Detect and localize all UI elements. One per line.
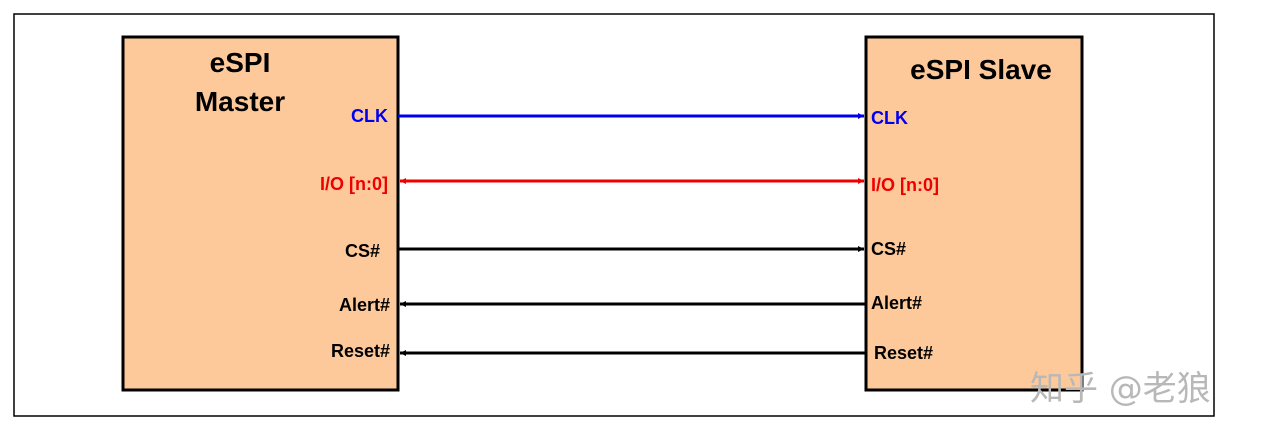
slave-block [864,35,1084,392]
master-io-label: I/O [n:0] [320,174,388,194]
slave-cs-label: CS# [871,239,906,259]
master-alert-label: Alert# [339,295,390,315]
slave-io-label: I/O [n:0] [871,175,939,195]
master-title-line2: Master [195,86,285,117]
master-title-line1: eSPI [210,47,271,78]
watermark: 知乎 @老狼 [1030,369,1211,409]
slave-title: eSPI Slave [910,54,1052,85]
slave-alert-label: Alert# [871,293,922,313]
master-block [121,35,400,392]
slave-clk-label: CLK [871,108,908,128]
master-clk-label: CLK [351,106,388,126]
master-reset-label: Reset# [331,341,390,361]
master-cs-label: CS# [345,241,380,261]
slave-reset-label: Reset# [874,343,933,363]
